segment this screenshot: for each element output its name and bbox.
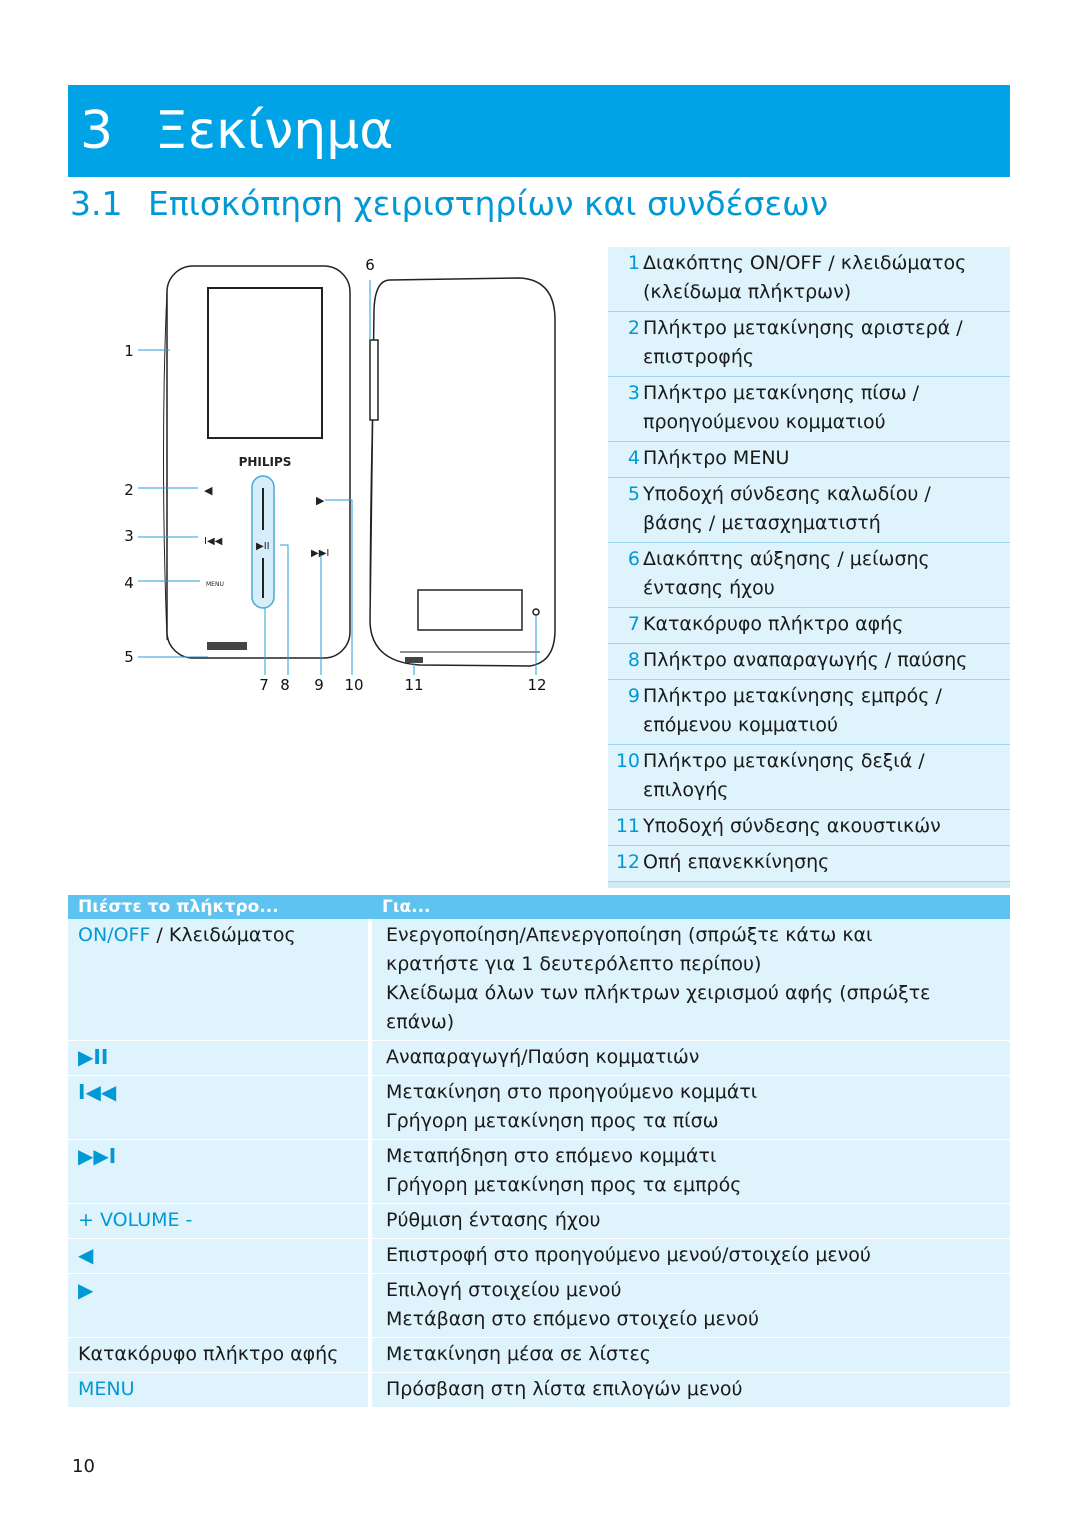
table-row: ◀ Επιστροφή στο προηγούμενο μενού/στοιχε… xyxy=(68,1239,1010,1274)
right-arrow-icon: ▶ xyxy=(78,1278,94,1302)
part-number: 3 xyxy=(627,382,640,404)
previous-icon: I◀◀ xyxy=(78,1080,117,1104)
function-table: Πιέστε το πλήκτρο... Για... ON/OFF / Κλε… xyxy=(68,895,1010,1408)
callout-8: 8 xyxy=(280,676,290,694)
callout-5: 5 xyxy=(124,648,134,666)
section-number: 3.1 xyxy=(70,184,123,223)
callout-12: 12 xyxy=(527,676,546,694)
next-glyph: ▶▶I xyxy=(311,548,329,559)
section-title-text: Επισκόπηση χειριστηρίων και συνδέσεων xyxy=(148,184,829,223)
part-number: 6 xyxy=(627,548,640,570)
chapter-number: 3 xyxy=(80,101,114,161)
callout-4: 4 xyxy=(124,574,134,592)
section-title: 3.1 Επισκόπηση χειριστηρίων και συνδέσεων xyxy=(70,184,1010,223)
left-arrow-icon: ◀ xyxy=(78,1243,94,1267)
table-header: Πιέστε το πλήκτρο... Για... xyxy=(68,895,1010,919)
table-row: + VOLUME - Ρύθμιση έντασης ήχου xyxy=(68,1204,1010,1239)
part-number: 11 xyxy=(615,815,640,837)
callout-11: 11 xyxy=(404,676,423,694)
device-screen xyxy=(207,287,323,439)
part-number: 9 xyxy=(627,685,640,707)
column-header-to: Για... xyxy=(382,897,431,917)
table-row: MENU Πρόσβαση στη λίστα επιλογών μενού xyxy=(68,1373,1010,1408)
prev-glyph: I◀◀ xyxy=(204,536,223,547)
next-icon: ▶▶I xyxy=(78,1144,117,1168)
left-glyph: ◀ xyxy=(204,484,213,497)
part-number: 4 xyxy=(627,447,640,469)
callout-1: 1 xyxy=(124,342,134,360)
volume-switch xyxy=(369,339,379,421)
side-label-area xyxy=(417,589,523,631)
part-number: 10 xyxy=(615,750,640,772)
chapter-header: 3 Ξεκίνημα xyxy=(68,85,1010,177)
table-row: Κατακόρυφο πλήκτρο αφής Μετακίνηση μέσα … xyxy=(68,1338,1010,1373)
part-number: 12 xyxy=(615,851,640,873)
callout-6: 6 xyxy=(365,256,375,274)
page-number: 10 xyxy=(72,1456,95,1477)
chapter-title: Ξεκίνημα xyxy=(155,101,394,161)
callout-9: 9 xyxy=(314,676,324,694)
column-header-press: Πιέστε το πλήκτρο... xyxy=(78,897,279,917)
part-number: 5 xyxy=(627,483,640,505)
part-number: 2 xyxy=(627,317,640,339)
reset-hole xyxy=(532,608,540,616)
callout-10: 10 xyxy=(344,676,363,694)
callout-7: 7 xyxy=(259,676,269,694)
part-number: 8 xyxy=(627,649,640,671)
playpause-glyph: ▶II xyxy=(256,541,270,552)
brand-logo: PHILIPS xyxy=(239,455,292,469)
table-row: ▶II Αναπαραγωγή/Παύση κομματιών xyxy=(68,1041,1010,1076)
table-row: ON/OFF / Κλειδώματος Ενεργοποίηση/Απενερ… xyxy=(68,919,1010,1041)
part-number: 7 xyxy=(627,613,640,635)
device-side-body xyxy=(369,277,556,667)
right-glyph: ▶ xyxy=(316,494,325,507)
menu-glyph: MENU xyxy=(206,581,224,588)
callout-3: 3 xyxy=(124,527,134,545)
part-number: 1 xyxy=(627,252,640,274)
device-illustration: PHILIPS ◀ ▶ I◀◀ ▶II ▶▶I MENU 1 2 3 4 5 6… xyxy=(124,256,556,694)
play-pause-icon: ▶II xyxy=(78,1045,109,1069)
touch-strip xyxy=(251,475,275,609)
callout-2: 2 xyxy=(124,481,134,499)
